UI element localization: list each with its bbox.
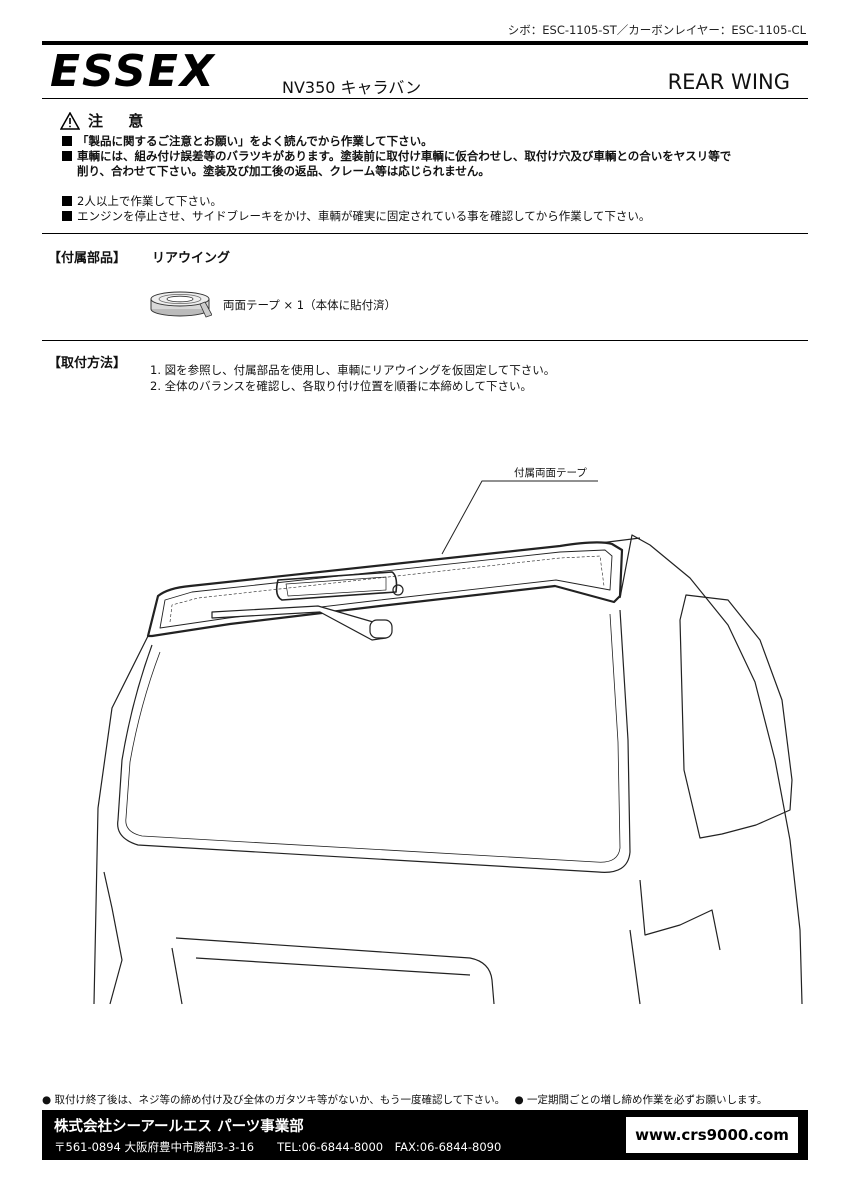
website-link[interactable]: www.crs9000.com (626, 1117, 798, 1153)
caution-line: 削り、合わせて下さい。塗装及び加工後の返品、クレーム等は応じられません。 (77, 164, 490, 178)
dot-bullet-icon: ● (42, 1094, 52, 1106)
bullet-square-icon (62, 211, 72, 221)
part-code-text: シボ：ESC-1105-ST／カーボンレイヤー：ESC-1105-CL (507, 23, 806, 37)
footer-band: 株式会社シーアールエス パーツ事業部 〒561-0894 大阪府豊中市勝部3-3… (42, 1110, 808, 1160)
parts-product-name: リアウイング (152, 251, 231, 266)
caution-line: 「製品に関するご注意とお願い」をよく読んでから作業して下さい。 (62, 134, 433, 149)
divider (42, 98, 808, 99)
header-rule (42, 41, 808, 45)
caution-title: 注 意 (88, 112, 154, 130)
bullet-square-icon (62, 151, 72, 161)
rear-wing-diagram (0, 470, 848, 1010)
footer-notes: ● 取付け終了後は、ネジ等の締め付け及び全体のガタツキ等がないか、もう一度確認し… (42, 1092, 767, 1107)
bullet-square-icon (62, 196, 72, 206)
divider (42, 233, 808, 234)
install-step: 1. 図を参照し、付属部品を使用し、車輌にリアウイングを仮固定して下さい。 (150, 363, 556, 377)
vehicle-model: NV350 キャラバン (282, 78, 422, 97)
install-step: 2. 全体のバランスを確認し、各取り付け位置を順番に本締めして下さい。 (150, 379, 533, 393)
caution-line: 車輌には、組み付け誤差等のバラツキがあります。塗装前に取付け車輌に仮合わせし、取… (62, 149, 731, 164)
divider (42, 340, 808, 341)
installation-label: 【取付方法】 (48, 356, 127, 371)
company-address: 〒561-0894 大阪府豊中市勝部3-3-16 TEL:06-6844-800… (54, 1140, 502, 1154)
caution-line: エンジンを停止させ、サイドブレーキをかけ、車輌が確実に固定されている事を確認して… (62, 209, 650, 224)
warning-icon (60, 111, 80, 130)
tape-callout-label: 付属両面テープ (514, 467, 587, 479)
tape-description: 両面テープ × 1（本体に貼付済） (223, 298, 397, 312)
product-name: REAR WING (667, 70, 790, 94)
parts-label: 【付属部品】 (48, 251, 127, 266)
caution-line: 2人以上で作業して下さい。 (62, 194, 222, 209)
bullet-square-icon (62, 136, 72, 146)
footer-note: 一定期間ごとの増し締め作業を必ずお願いします。 (527, 1094, 768, 1106)
dot-bullet-icon: ● (514, 1094, 524, 1106)
footer-note: 取付け終了後は、ネジ等の締め付け及び全体のガタツキ等がないか、もう一度確認して下… (54, 1094, 506, 1106)
company-name: 株式会社シーアールエス パーツ事業部 (54, 1119, 304, 1135)
caution-heading: 注 意 (60, 110, 153, 131)
essex-logo: ESSEX (50, 50, 270, 92)
tape-roll-icon (148, 290, 212, 318)
brand-logo-text: ESSEX (50, 50, 216, 92)
